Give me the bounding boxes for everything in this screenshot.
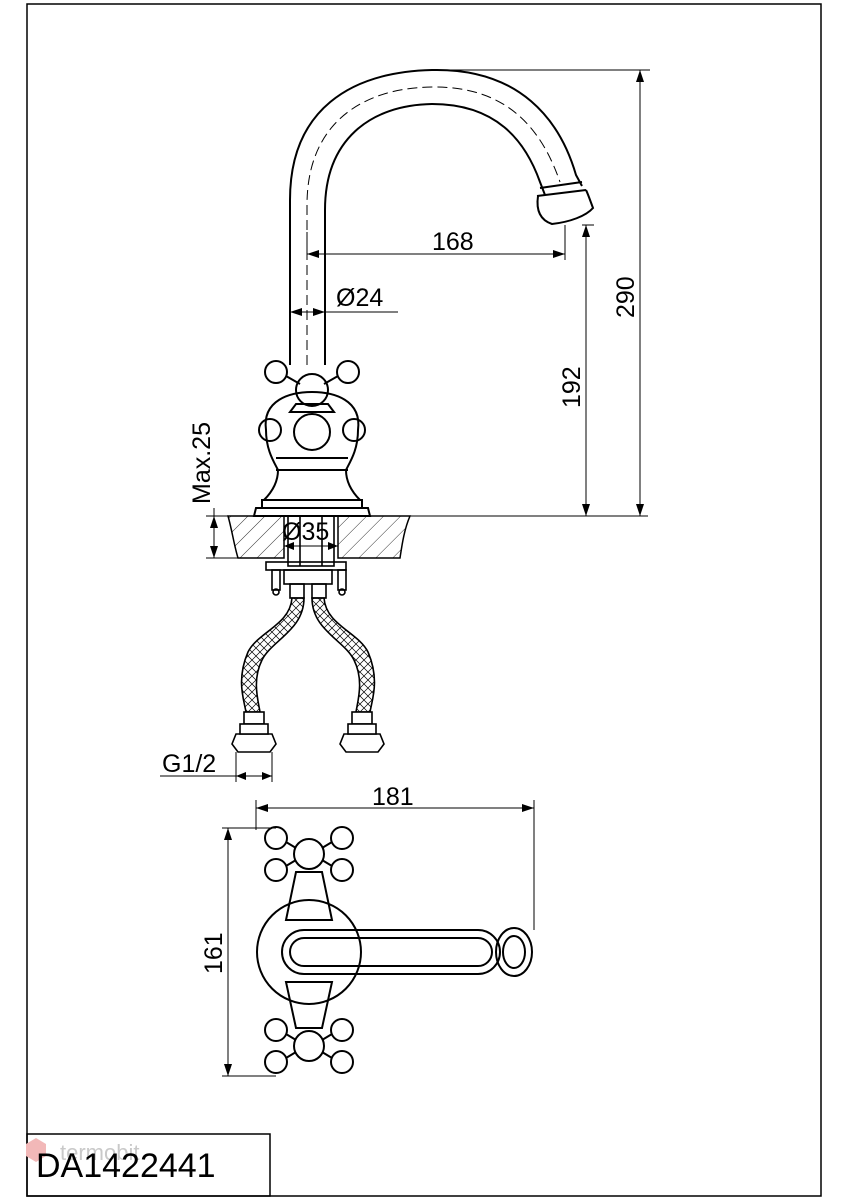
dim-max-thickness: Max.25 — [188, 422, 216, 504]
dim-top-depth: 161 — [200, 932, 228, 974]
watermark-logo-icon: termobit — [26, 1138, 139, 1165]
dimension-arrows — [210, 70, 644, 1076]
dim-tube-diameter: Ø24 — [336, 284, 383, 312]
dim-spout-height: 192 — [558, 366, 586, 408]
faucet-side-view — [252, 68, 595, 517]
dimension-lines — [160, 69, 650, 1077]
watermark-text: termobit — [60, 1140, 139, 1165]
dim-hole-diameter: Ø35 — [282, 518, 329, 546]
dim-thread: G1/2 — [162, 750, 216, 778]
model-code: DA1422441 — [36, 1147, 216, 1185]
drawing-frame — [26, 3, 822, 1197]
flexible-hoses — [231, 597, 385, 753]
dim-spout-reach: 168 — [432, 228, 474, 256]
faucet-top-view — [256, 826, 533, 1074]
title-block — [26, 1133, 271, 1197]
dim-top-width: 181 — [372, 783, 414, 811]
dim-total-height: 290 — [612, 276, 640, 318]
mounting-hardware — [265, 515, 347, 599]
countertop-section — [227, 515, 412, 559]
